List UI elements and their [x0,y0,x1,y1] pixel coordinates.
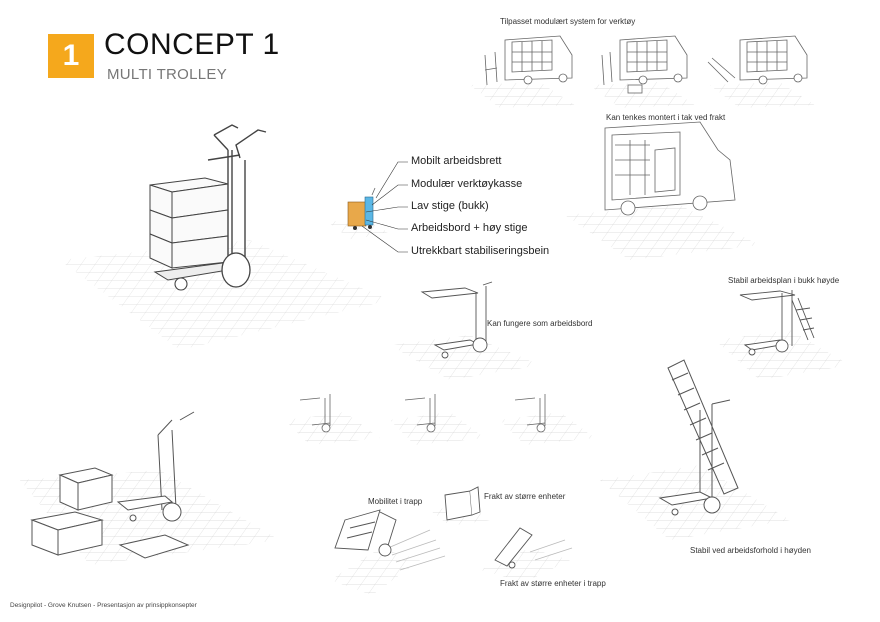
small-trolley-icon [328,187,388,240]
workbench-illustration [390,281,540,380]
footer-credit: Designpilot - Grove Knutsen - Presentasj… [10,602,197,609]
trolley-with-boxes-illustration [20,411,280,565]
main-trolley-illustration [60,124,390,350]
label-workbench: Kan fungere som arbeidsbord [487,319,593,328]
small-trolleys-row [285,394,595,445]
label-large-units: Frakt av større enheter [484,492,566,501]
callout-modular-toolbox: Modulær verktøykasse [411,178,523,190]
callout-low-ladder: Lav stige (bukk) [411,200,489,212]
van-interior-illustration [565,121,760,260]
label-roof-mount: Kan tenkes montert i tak ved frakt [606,113,726,122]
stairs-mobility-illustration [330,509,446,595]
large-units-illustration [430,486,490,526]
callout-stabilizer-leg: Utrekkbart stabiliseringsbein [411,245,550,257]
label-stairs-mobility: Mobilitet i trapp [368,497,423,506]
page-subtitle: MULTI TROLLEY [107,66,228,83]
modular-system-illustrations [470,35,815,108]
concept-number-badge: 1 [48,34,94,78]
callout-workbench-high-ladder: Arbeidsbord + høy stige [411,222,528,234]
large-units-stairs-illustration [480,527,573,582]
label-stable-height: Stabil ved arbeidsforhold i høyden [690,546,811,555]
page-title: CONCEPT 1 [104,28,280,61]
label-stable-plane: Stabil arbeidsplan i bukk høyde [728,276,840,285]
callout-lines [361,161,408,253]
label-large-units-stairs: Frakt av større enheter i trapp [500,579,606,588]
stable-bench-illustration [715,290,850,380]
high-ladder-illustration [600,359,790,540]
label-modular-system: Tilpasset modulært system for verktøy [500,17,636,26]
callout-mobile-workboard: Mobilt arbeidsbrett [411,155,502,167]
